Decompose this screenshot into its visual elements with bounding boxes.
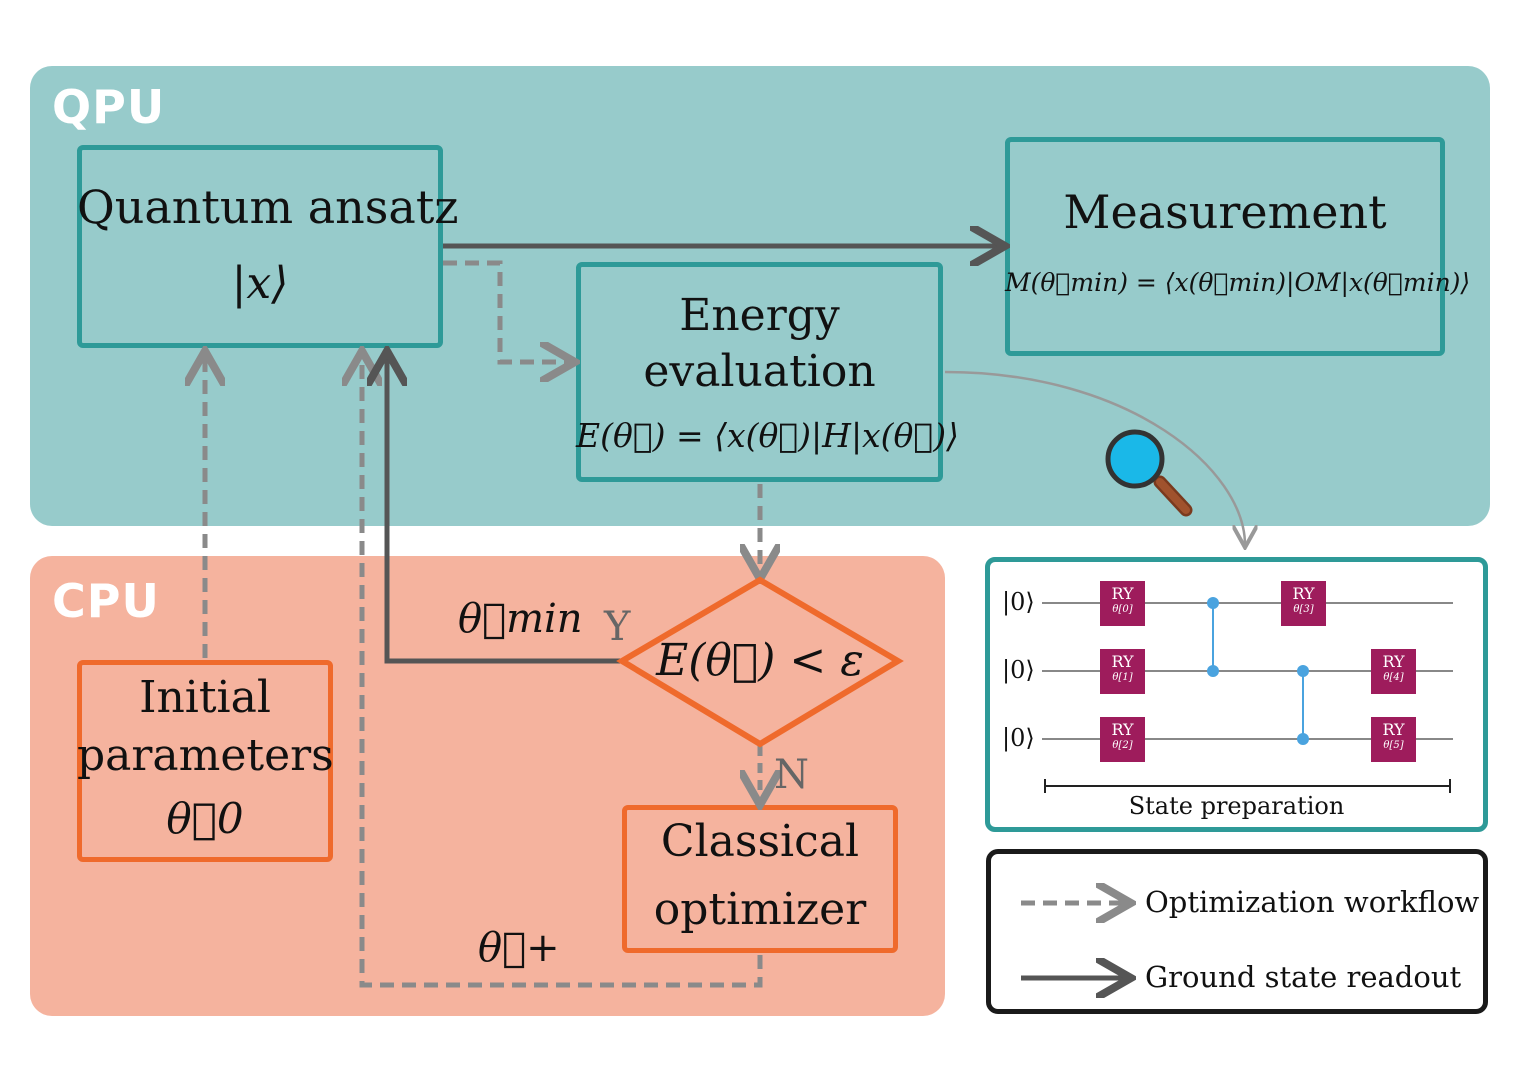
ry-gate-5: RY θ[5] (1371, 717, 1416, 762)
ry-gate-2: RY θ[2] (1100, 717, 1145, 762)
optimizer-line1: Classical (660, 816, 860, 867)
energy-line1: Energy (679, 290, 840, 341)
quantum-ansatz-box (77, 145, 443, 348)
legend-solid-label: Ground state readout (1145, 960, 1462, 994)
circuit-caption: State preparation (1128, 792, 1345, 820)
state-prep-span (1044, 779, 1451, 793)
decision-diamond (616, 576, 904, 748)
initial-line1: Initial (139, 672, 271, 723)
zoom-curve-arrow (944, 370, 1245, 545)
measurement-title: Measurement (1063, 185, 1387, 239)
initial-symbol: θ⃗0 (166, 794, 244, 843)
ket-q1: |0⟩ (1002, 656, 1035, 684)
decision-to-ansatz-arrow (387, 356, 622, 664)
ry-gate-1: RY θ[1] (1100, 649, 1145, 694)
decision-yes-label: Y (604, 604, 631, 650)
optimizer-line2: optimizer (653, 884, 867, 935)
decision-condition: E(θ⃗) < ε (656, 635, 864, 686)
legend-dashed-label: Optimization workflow (1145, 885, 1480, 919)
ry-gate-3: RY θ[3] (1281, 581, 1326, 626)
cpu-region: CPU (30, 556, 945, 1016)
qpu-label: QPU (52, 80, 166, 134)
magnifier-icon (1105, 429, 1193, 517)
initial-line2: parameters (77, 730, 334, 781)
qpu-region: QPU (30, 66, 1490, 526)
legend-box: Optimization workflow Ground state reado… (986, 849, 1488, 1014)
ket-q2: |0⟩ (1002, 724, 1035, 752)
ansatz-to-energy-arrow (443, 260, 570, 362)
ry-gate-4: RY θ[4] (1371, 649, 1416, 694)
cz-gate-2 (1297, 665, 1309, 745)
cz-gate-1 (1207, 597, 1219, 677)
decision-no-label: N (774, 752, 809, 798)
ket-q0: |0⟩ (1002, 588, 1035, 616)
measurement-formula: M(θ⃗min) = ⟨x(θ⃗min)|OM|x(θ⃗min)⟩ (1005, 268, 1471, 297)
theta-plus-label: θ⃗+ (478, 925, 560, 971)
ry-gate-0: RY θ[0] (1100, 581, 1145, 626)
ansatz-state: |x⟩ (231, 258, 289, 309)
cpu-label: CPU (52, 574, 160, 628)
circuit-wires (1042, 597, 1453, 793)
energy-line2: evaluation (643, 346, 876, 397)
optimizer-to-ansatz-arrow (362, 356, 763, 988)
circuit-panel: |0⟩ |0⟩ |0⟩ RY θ[0] RY θ[1] RY θ[2] RY θ… (985, 557, 1488, 832)
energy-formula: E(θ⃗) = ⟨x(θ⃗)|H|x(θ⃗)⟩ (576, 416, 959, 455)
initial-parameters-box (77, 660, 333, 862)
legend-swatches (1021, 854, 1483, 1009)
theta-min-label: θ⃗min (458, 596, 583, 642)
ansatz-title: Quantum ansatz (77, 180, 459, 234)
